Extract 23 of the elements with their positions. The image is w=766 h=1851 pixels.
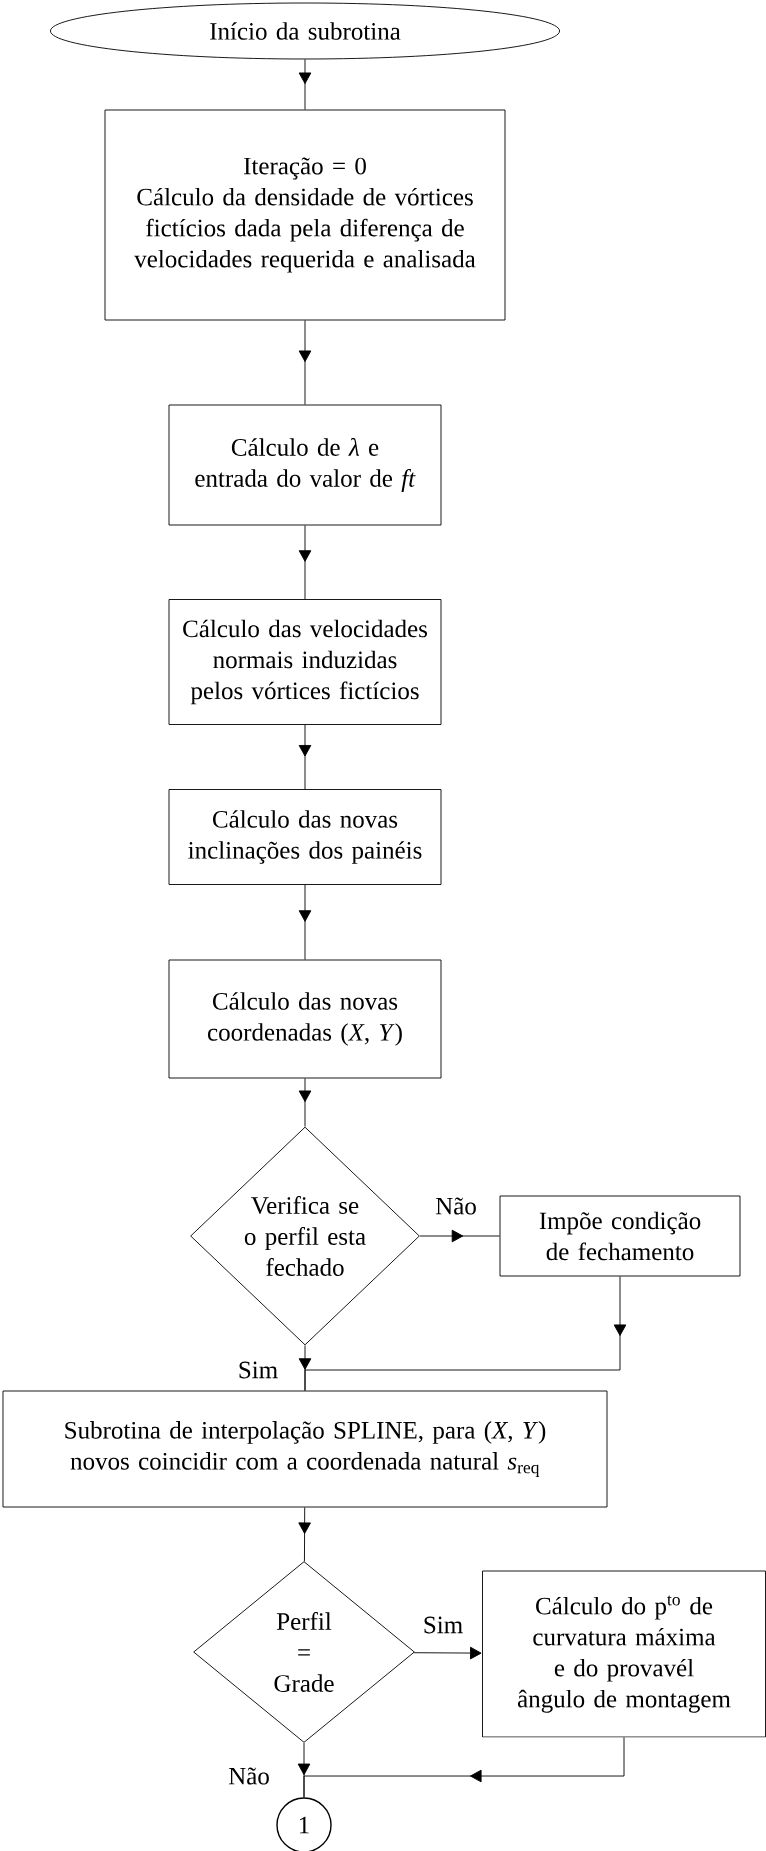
arrow — [304, 1276, 627, 1391]
arrow — [298, 1507, 311, 1562]
process-box: Cálculo de λ e entrada do valor de ft — [168, 404, 442, 526]
arrow — [298, 525, 312, 600]
arrow — [413, 1646, 482, 1660]
process-box: Cálculo das velocidades normais induzidas pelos vórtices fictícios — [168, 599, 442, 725]
process-box: Cálculo do p$^{to}$ de curvatura máxima e do provavél ângulo de montagem — [482, 1570, 766, 1738]
arrow — [298, 1078, 312, 1127]
process-box: Cálculo das novas inclinações dos painéis — [168, 789, 442, 885]
process-box: Iteração = 0 Cálculo da densidade de vórtices fictícios dada pela diferença de velocidades requerida e analisada — [104, 109, 506, 321]
arrow — [298, 884, 312, 960]
arrow — [298, 320, 312, 405]
arrow — [419, 1229, 500, 1243]
process-box: Subrotina de interpolação SPLINE, para (X, Y) novos coincidir com a coordenada natural s$_{req}$ — [2, 1390, 608, 1508]
arrow — [303, 1737, 625, 1798]
arrow — [298, 724, 312, 790]
edge-label: Não — [435, 1197, 476, 1215]
edge-label: Sim — [239, 1361, 278, 1379]
process-box: Cálculo das novas coordenadas (X, Y) — [168, 959, 442, 1079]
arrow — [298, 59, 312, 110]
process-box: Impõe condição de fechamento — [499, 1195, 741, 1277]
edge-label: Sim — [424, 1616, 463, 1634]
edge-label: Não — [228, 1767, 269, 1785]
